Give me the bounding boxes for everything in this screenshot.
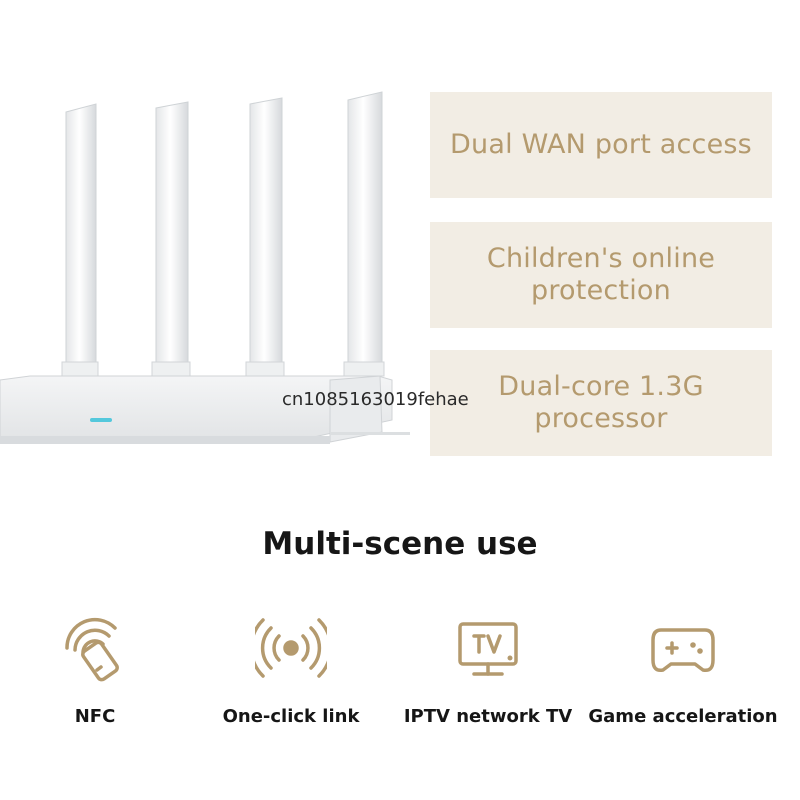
router-image (0, 91, 410, 444)
antenna (151, 101, 191, 377)
use-label: NFC (74, 706, 116, 727)
antenna (61, 103, 99, 377)
feature-text: Dual WAN port access (450, 129, 752, 160)
use-label: IPTV network TV (403, 706, 573, 727)
antenna (343, 91, 385, 377)
feature-text: Children's online (486, 243, 716, 274)
use-item-nfc: NFC (0, 612, 190, 727)
use-cases: NFC One-click link (0, 612, 800, 752)
gamepad-icon (651, 628, 715, 673)
use-label: One-click link (222, 706, 360, 727)
router-body (0, 375, 410, 444)
signal-icon (255, 618, 327, 678)
feature-processor: Dual-core 1.3G processor (430, 350, 772, 456)
feature-text: Dual-core 1.3G (498, 371, 704, 402)
use-label: Game acceleration (588, 706, 778, 727)
feature-child-protection: Children's online protection (430, 222, 772, 328)
status-led (90, 418, 112, 422)
nfc-icon (65, 617, 119, 682)
feature-text: protection (531, 275, 671, 306)
use-item-one-click-link: One-click link (196, 612, 386, 727)
feature-text: processor (534, 403, 668, 434)
feature-dual-wan: Dual WAN port access (430, 92, 772, 198)
watermark: cn1085163019fehae (282, 389, 469, 410)
tv-icon (458, 622, 518, 676)
use-item-iptv: IPTV network TV (393, 612, 583, 727)
section-title: Multi-scene use (262, 526, 538, 562)
use-item-game-acceleration: Game acceleration (588, 612, 778, 727)
antenna (245, 97, 285, 377)
